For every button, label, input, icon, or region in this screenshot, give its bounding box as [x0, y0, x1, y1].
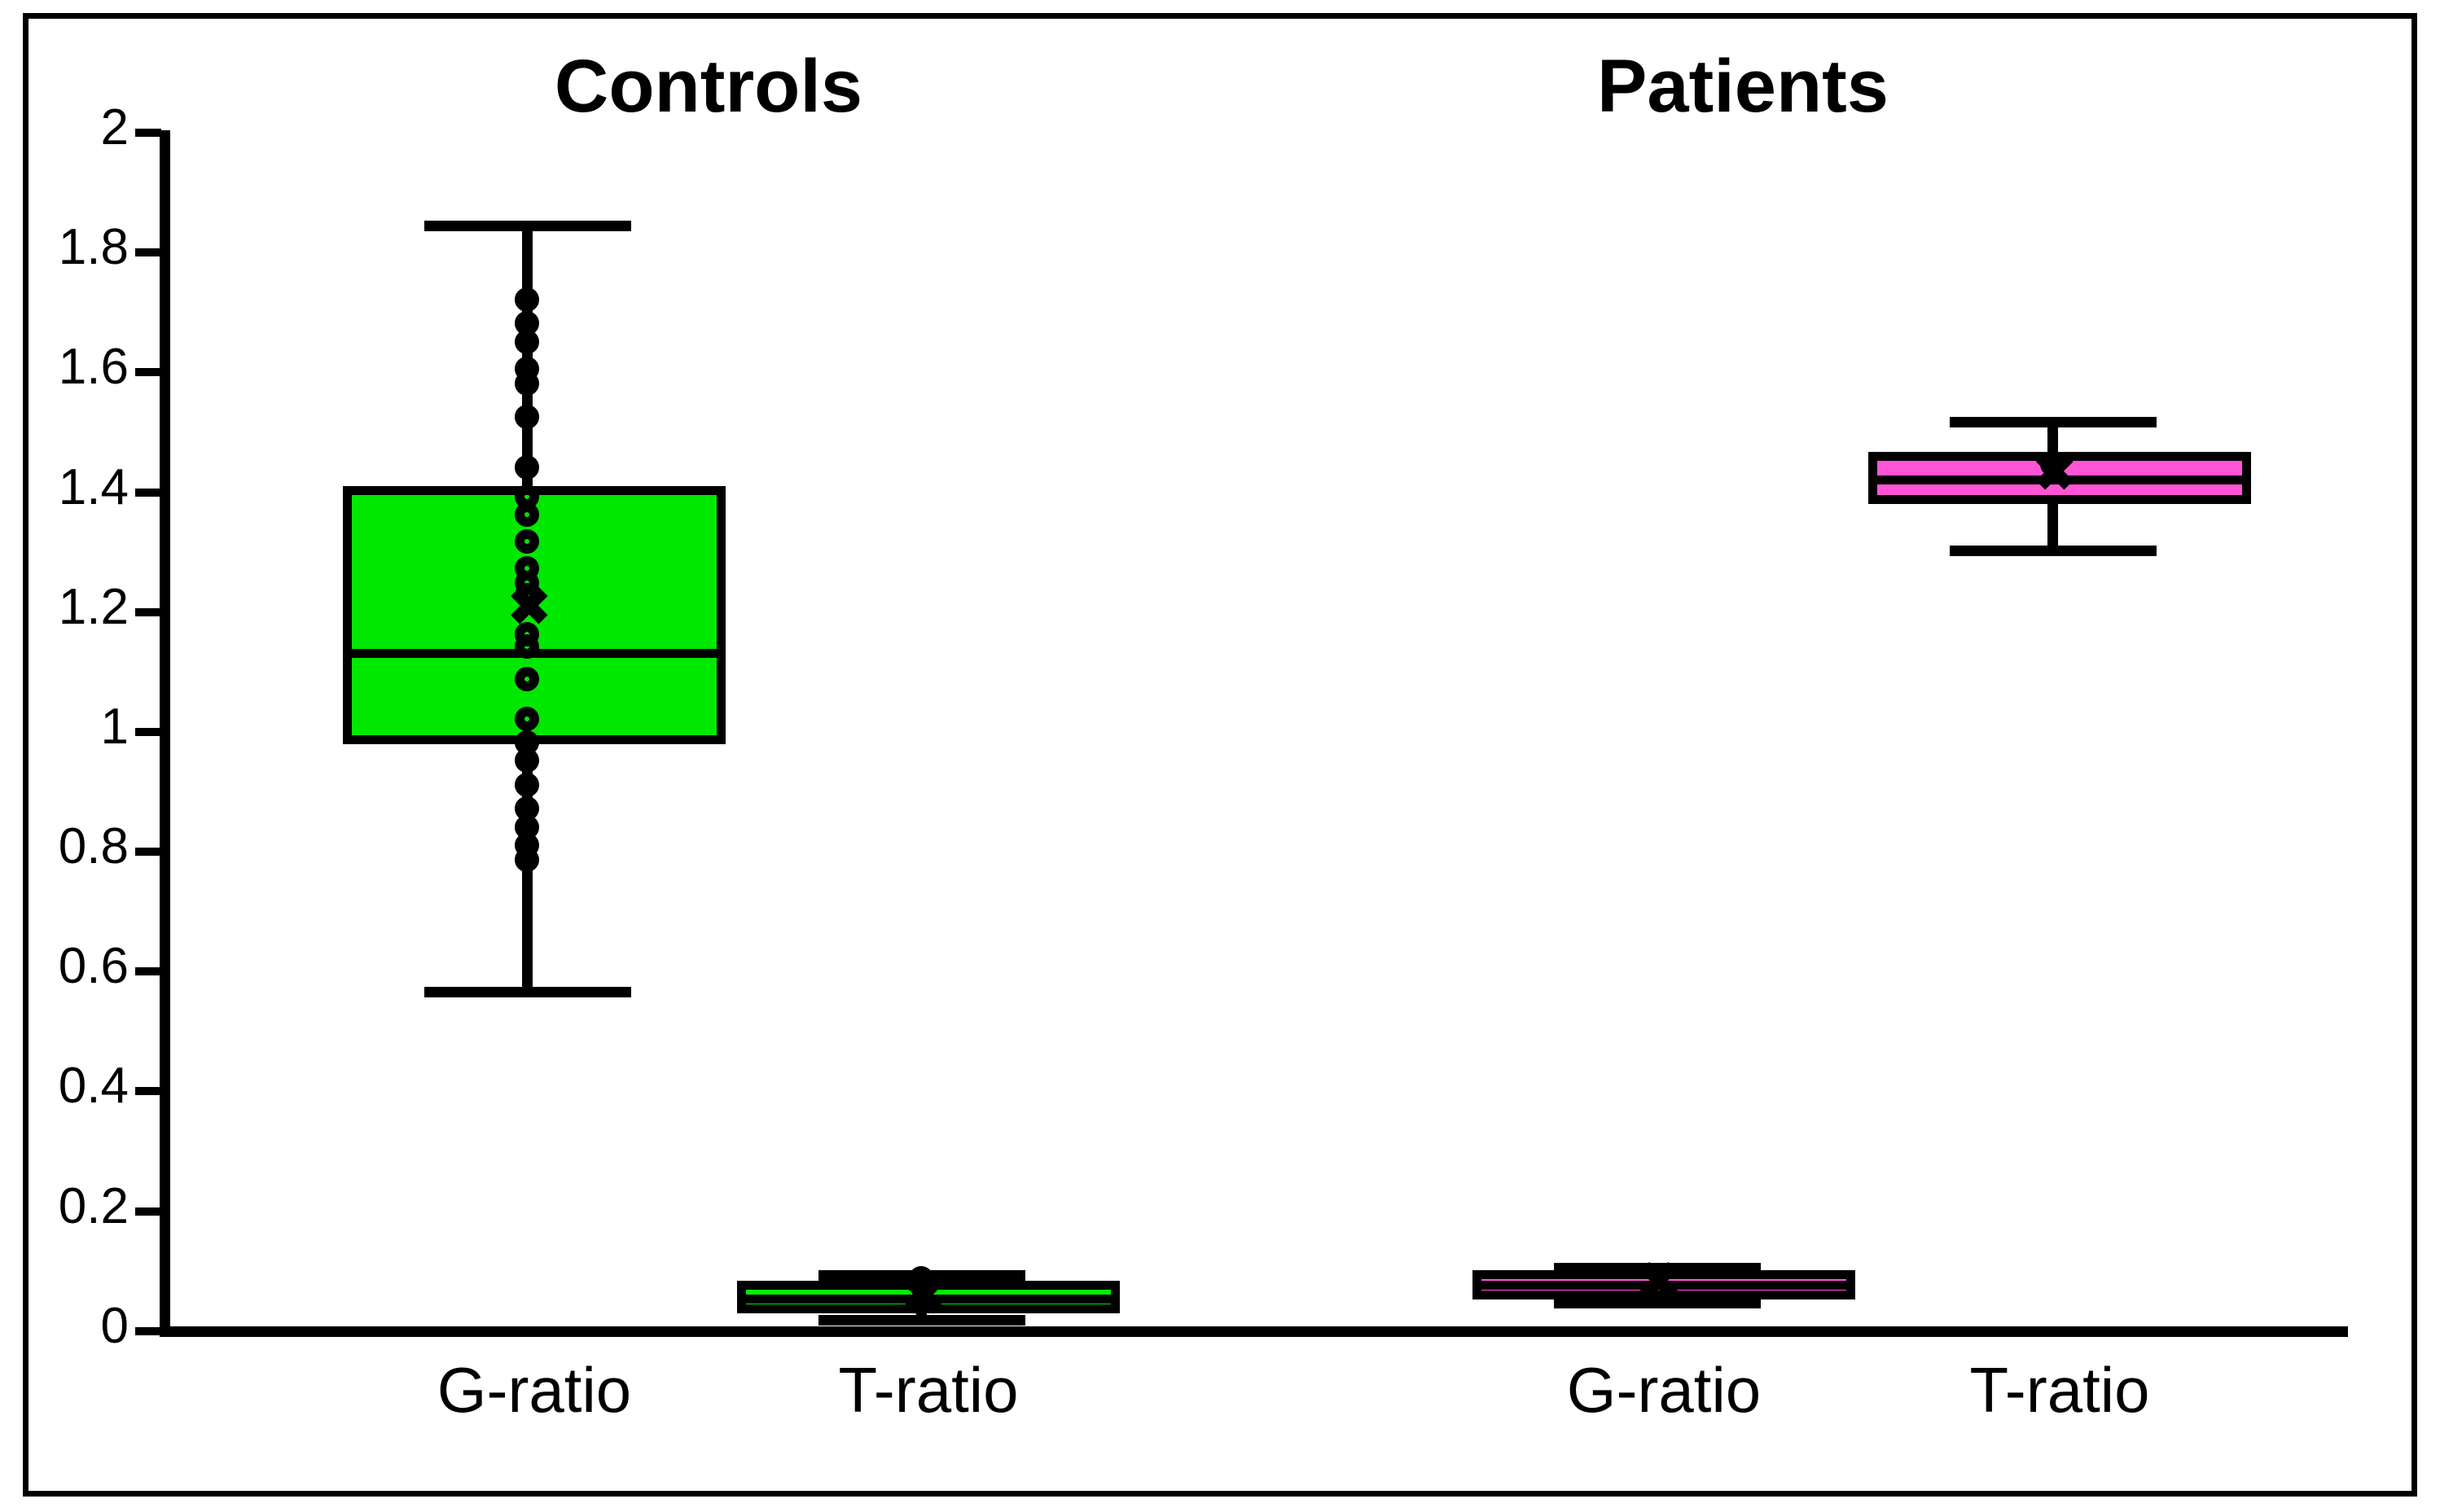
y-tick-1.4 — [135, 489, 161, 497]
y-tick-label-0.6: 0.6 — [58, 938, 129, 994]
x-label-patients-tratio: T-ratio — [1969, 1354, 2150, 1426]
x-label-controls-gratio: G-ratio — [437, 1354, 632, 1426]
data-point — [515, 634, 539, 659]
x-axis-line — [160, 1326, 2348, 1337]
y-tick-label-0.2: 0.2 — [58, 1178, 129, 1234]
data-point — [515, 502, 539, 527]
controls-gratio-mean-marker: ✖ — [507, 577, 551, 636]
patients-gratio-mean-marker: ✖ — [1637, 1252, 1681, 1311]
data-point — [515, 583, 539, 607]
y-tick-1.2 — [135, 608, 161, 616]
y-tick-1.8 — [135, 248, 161, 256]
data-point — [515, 667, 539, 691]
data-point — [515, 405, 539, 429]
data-point — [515, 371, 539, 396]
y-tick-label-2: 2 — [100, 99, 129, 156]
y-tick-0.4 — [135, 1087, 161, 1095]
data-point — [515, 848, 539, 872]
y-tick-label-1.8: 1.8 — [58, 219, 129, 275]
y-tick-2 — [135, 129, 161, 137]
controls-gratio-upper-cap — [424, 221, 631, 231]
data-point — [909, 1266, 933, 1291]
data-point — [515, 455, 539, 480]
group-title-controls: Controls — [554, 45, 863, 128]
y-tick-1.6 — [135, 368, 161, 376]
y-tick-label-1.4: 1.4 — [58, 459, 129, 515]
y-tick-label-1: 1 — [100, 699, 129, 755]
y-tick-label-0: 0 — [100, 1298, 129, 1354]
data-point — [2040, 452, 2065, 476]
data-point — [515, 529, 539, 554]
patients-tratio-median — [1868, 476, 2251, 484]
data-point — [909, 1291, 933, 1315]
controls-gratio-box — [343, 486, 726, 744]
y-axis-line — [160, 130, 170, 1337]
data-point — [515, 330, 539, 354]
data-point — [515, 287, 539, 312]
patients-tratio-lower-cap — [1950, 546, 2157, 556]
x-label-controls-tratio: T-ratio — [838, 1354, 1019, 1426]
data-point — [515, 748, 539, 773]
patients-gratio-lower-cap — [1554, 1298, 1761, 1308]
y-tick-0 — [135, 1327, 161, 1335]
y-tick-label-1.6: 1.6 — [58, 339, 129, 395]
controls-tratio-mean-marker: ✖ — [902, 1267, 946, 1326]
y-tick-label-0.4: 0.4 — [58, 1058, 129, 1114]
y-tick-label-1.2: 1.2 — [58, 579, 129, 635]
y-tick-1 — [135, 728, 161, 736]
x-label-patients-gratio: G-ratio — [1566, 1354, 1762, 1426]
patients-tratio-upper-cap — [1950, 417, 2157, 427]
controls-tratio-lower-cap — [818, 1315, 1025, 1326]
controls-gratio-lower-cap — [424, 987, 631, 997]
group-title-patients: Patients — [1597, 45, 1889, 128]
patients-tratio-mean-marker: ✖ — [2033, 443, 2077, 502]
data-point — [515, 707, 539, 731]
y-tick-0.6 — [135, 967, 161, 975]
y-tick-0.2 — [135, 1207, 161, 1216]
y-tick-0.8 — [135, 848, 161, 856]
patients-gratio-median — [1472, 1281, 1855, 1290]
data-point — [515, 773, 539, 797]
data-point — [515, 311, 539, 335]
figure-border — [23, 13, 2417, 1497]
y-tick-label-0.8: 0.8 — [58, 818, 129, 874]
